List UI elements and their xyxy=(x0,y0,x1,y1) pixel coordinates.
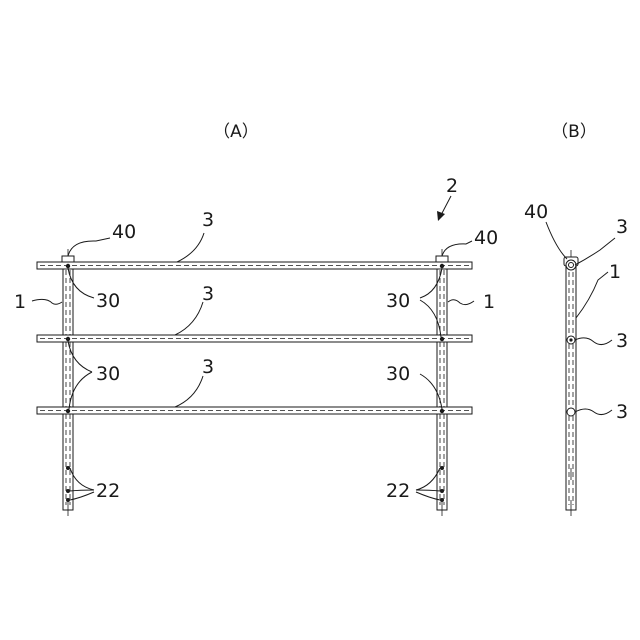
rail-top xyxy=(37,262,472,269)
arrow-head xyxy=(437,211,445,221)
joint-dot xyxy=(66,264,70,268)
left-post xyxy=(62,249,74,516)
label-post-right: 1 xyxy=(483,291,495,313)
joint-dot xyxy=(66,337,70,341)
label-joint-right-upper: 30 xyxy=(386,290,410,312)
label-rail-bottom: 3 xyxy=(202,356,214,378)
label-cap-left: 40 xyxy=(112,221,136,243)
front-view: 2 3 3 3 40 40 1 1 30 30 30 30 22 22 xyxy=(14,175,498,516)
hole-dot xyxy=(440,489,444,493)
label-fence: 2 xyxy=(446,175,458,197)
caption-b: （B） xyxy=(551,122,597,142)
rail-middle xyxy=(37,335,472,342)
hole-dot xyxy=(66,498,70,502)
side-view: 40 3 1 3 3 xyxy=(524,201,628,516)
label-holes-left: 22 xyxy=(96,480,120,502)
label-side-post: 1 xyxy=(609,261,621,283)
hole-dot xyxy=(440,466,444,470)
label-joint-right-lower: 30 xyxy=(386,363,410,385)
label-side-rail-top: 3 xyxy=(616,216,628,238)
label-rail-middle: 3 xyxy=(202,283,214,305)
label-joint-left-lower: 30 xyxy=(96,363,120,385)
joint-dot xyxy=(440,337,444,341)
label-side-cap: 40 xyxy=(524,201,548,223)
rail-bottom xyxy=(37,407,472,414)
hole-dot xyxy=(66,466,70,470)
right-post xyxy=(436,249,448,516)
hole-dot xyxy=(66,489,70,493)
hole-dot xyxy=(440,498,444,502)
side-rail-bot-section xyxy=(567,408,575,416)
caption-a: （A） xyxy=(213,122,259,142)
label-rail-top: 3 xyxy=(202,209,214,231)
label-post-left: 1 xyxy=(14,291,26,313)
label-cap-right: 40 xyxy=(474,227,498,249)
joint-dot xyxy=(440,409,444,413)
label-holes-right: 22 xyxy=(386,480,410,502)
label-side-rail-mid: 3 xyxy=(616,330,628,352)
label-joint-left-upper: 30 xyxy=(96,290,120,312)
joint-dot xyxy=(440,264,444,268)
label-side-rail-bot: 3 xyxy=(616,401,628,423)
joint-dot xyxy=(66,409,70,413)
